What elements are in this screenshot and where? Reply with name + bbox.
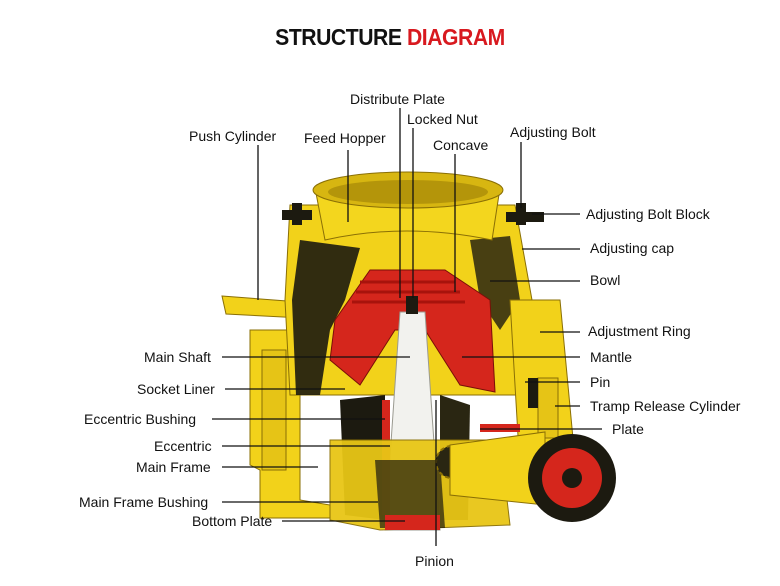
body-inner-shadow [292, 240, 360, 395]
label-mantle: Mantle [590, 349, 632, 365]
bottom-inner-shadow [375, 460, 445, 528]
label-feed-hopper: Feed Hopper [304, 130, 386, 146]
label-eccentric-bushing: Eccentric Bushing [84, 411, 196, 427]
adjusting-bolt-block-left [282, 210, 312, 220]
title-part-structure: STRUCTURE [275, 24, 402, 50]
title-part-diagram: DIAGRAM [406, 24, 505, 50]
label-tramp-release-cylinder: Tramp Release Cylinder [590, 398, 741, 414]
distribute-plate-shape [406, 296, 418, 314]
pin-shape [528, 378, 538, 408]
label-eccentric: Eccentric [154, 438, 212, 454]
label-push-cylinder: Push Cylinder [189, 128, 276, 144]
feed-hopper-opening [328, 180, 488, 204]
crusher-illustration [221, 171, 616, 531]
label-pinion: Pinion [415, 553, 454, 569]
pulley-hub [562, 468, 582, 488]
part-labels: Distribute Plate Locked Nut Push Cylinde… [79, 91, 741, 569]
label-locked-nut: Locked Nut [407, 111, 478, 127]
label-concave: Concave [433, 137, 488, 153]
plate-shape [480, 424, 520, 432]
label-distribute-plate: Distribute Plate [350, 91, 445, 107]
bottom-plate-shape [385, 515, 440, 530]
adjusting-bolt-block-right [506, 212, 544, 222]
label-bowl: Bowl [590, 272, 620, 288]
label-adjusting-bolt: Adjusting Bolt [510, 124, 596, 140]
body-right-shadow [470, 236, 520, 330]
label-adjustment-ring: Adjustment Ring [588, 323, 691, 339]
label-bottom-plate: Bottom Plate [192, 513, 272, 529]
label-adjusting-cap: Adjusting cap [590, 240, 674, 256]
label-main-frame: Main Frame [136, 459, 211, 475]
label-pin: Pin [590, 374, 610, 390]
label-adjusting-bolt-block: Adjusting Bolt Block [586, 206, 711, 222]
leader-lines [212, 108, 602, 546]
tramp-cylinder-left [261, 349, 287, 471]
label-main-shaft: Main Shaft [144, 349, 211, 365]
label-plate: Plate [612, 421, 644, 437]
label-main-frame-bushing: Main Frame Bushing [79, 494, 208, 510]
diagram-title: STRUCTURE DIAGRAM [31, 24, 749, 51]
label-socket-liner: Socket Liner [137, 381, 215, 397]
